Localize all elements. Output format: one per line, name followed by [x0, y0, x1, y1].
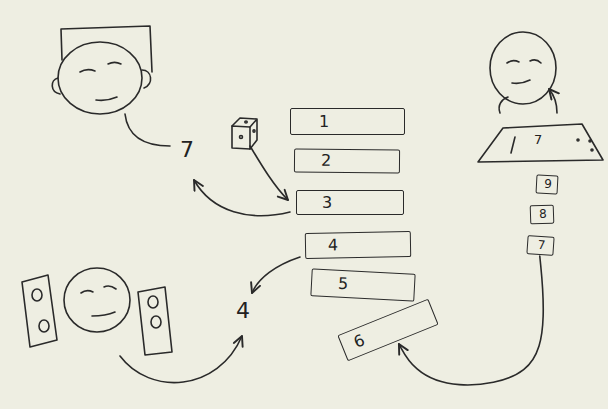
- person-head: [64, 268, 130, 332]
- flow-arrow: [399, 256, 543, 385]
- box-number: 1: [319, 113, 329, 131]
- box-number: 6: [351, 332, 367, 352]
- box-number: 3: [322, 194, 332, 212]
- person-eye: [507, 61, 519, 63]
- playing-card: [138, 287, 172, 355]
- box-number: 7: [537, 239, 546, 253]
- person-ear: [52, 78, 60, 94]
- stack-box: 2: [294, 149, 400, 174]
- leader-line: [125, 114, 170, 146]
- stack-box: 5: [310, 268, 415, 301]
- box-number: 9: [544, 178, 552, 192]
- person-arm: [499, 97, 508, 113]
- card-pip: [148, 296, 158, 308]
- callout-number: 7: [534, 133, 542, 146]
- die-pip: [253, 130, 255, 133]
- die-symbol: [232, 118, 257, 149]
- flow-arrow: [252, 257, 300, 293]
- flow-arrow: [549, 89, 557, 113]
- table-mark: [589, 140, 591, 142]
- card-box: 8: [530, 205, 555, 225]
- person-head: [490, 32, 556, 104]
- person-eye: [80, 70, 95, 72]
- person-eye: [530, 60, 541, 63]
- table-mark: [511, 137, 515, 153]
- box-number: 4: [328, 237, 338, 255]
- stack-box: 6: [337, 299, 438, 362]
- flow-arrow: [120, 336, 242, 383]
- table-mark: [577, 139, 579, 141]
- playing-card: [22, 275, 57, 347]
- person-eye: [81, 291, 93, 293]
- person-eye: [104, 286, 116, 289]
- card-pip: [151, 316, 161, 328]
- table-shape: [478, 124, 603, 162]
- person-ear: [142, 70, 151, 88]
- card-pip: [39, 320, 49, 332]
- die-pip: [240, 136, 243, 139]
- flow-arrow: [194, 180, 290, 216]
- box-number: 8: [539, 208, 547, 221]
- table-mark: [591, 149, 593, 151]
- stack-box: 3: [296, 190, 404, 215]
- callout-number: 7: [180, 139, 194, 161]
- person-head: [58, 42, 142, 114]
- box-number: 5: [338, 275, 349, 293]
- card-pip: [32, 289, 42, 301]
- callout-number: 4: [236, 300, 250, 322]
- card-box: 7: [526, 235, 554, 256]
- flow-arrow: [250, 146, 288, 200]
- card-box: 9: [536, 174, 559, 194]
- person-eye: [108, 63, 121, 65]
- die-symbol: [232, 126, 250, 149]
- person-mouth: [96, 97, 117, 100]
- person-mouth: [92, 312, 115, 316]
- person-mouth: [512, 80, 530, 83]
- die-pip: [245, 121, 247, 123]
- box-number: 2: [321, 152, 331, 170]
- stack-box: 4: [305, 231, 411, 259]
- stack-box: 1: [290, 108, 405, 135]
